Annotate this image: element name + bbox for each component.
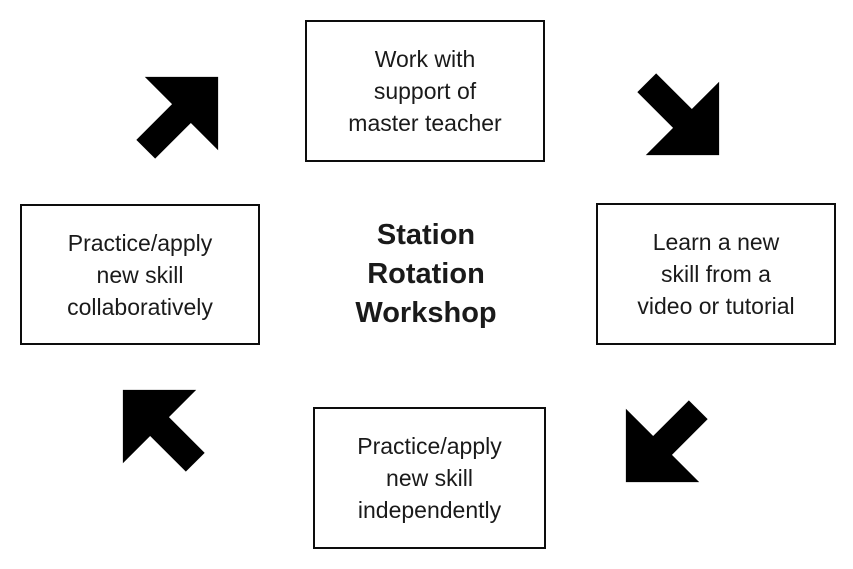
down-right-arrow-icon (627, 63, 721, 157)
station-box-left: Practice/apply new skill collaboratively (20, 204, 260, 345)
up-left-arrow-icon (121, 388, 215, 482)
station-box-right: Learn a new skill from a video or tutori… (596, 203, 836, 345)
up-right-arrow-icon (126, 75, 220, 169)
diagram-title: Station Rotation Workshop (355, 219, 497, 329)
station-box-bottom: Practice/apply new skill independently (313, 407, 546, 549)
station-label-top: Work with support of master teacher (348, 46, 502, 136)
station-box-top: Work with support of master teacher (305, 20, 545, 162)
station-label-left: Practice/apply new skill collaboratively (67, 229, 213, 320)
down-left-arrow-icon (624, 390, 718, 484)
station-label-right: Learn a new skill from a video or tutori… (637, 229, 795, 319)
station-label-bottom: Practice/apply new skill independently (357, 433, 502, 523)
